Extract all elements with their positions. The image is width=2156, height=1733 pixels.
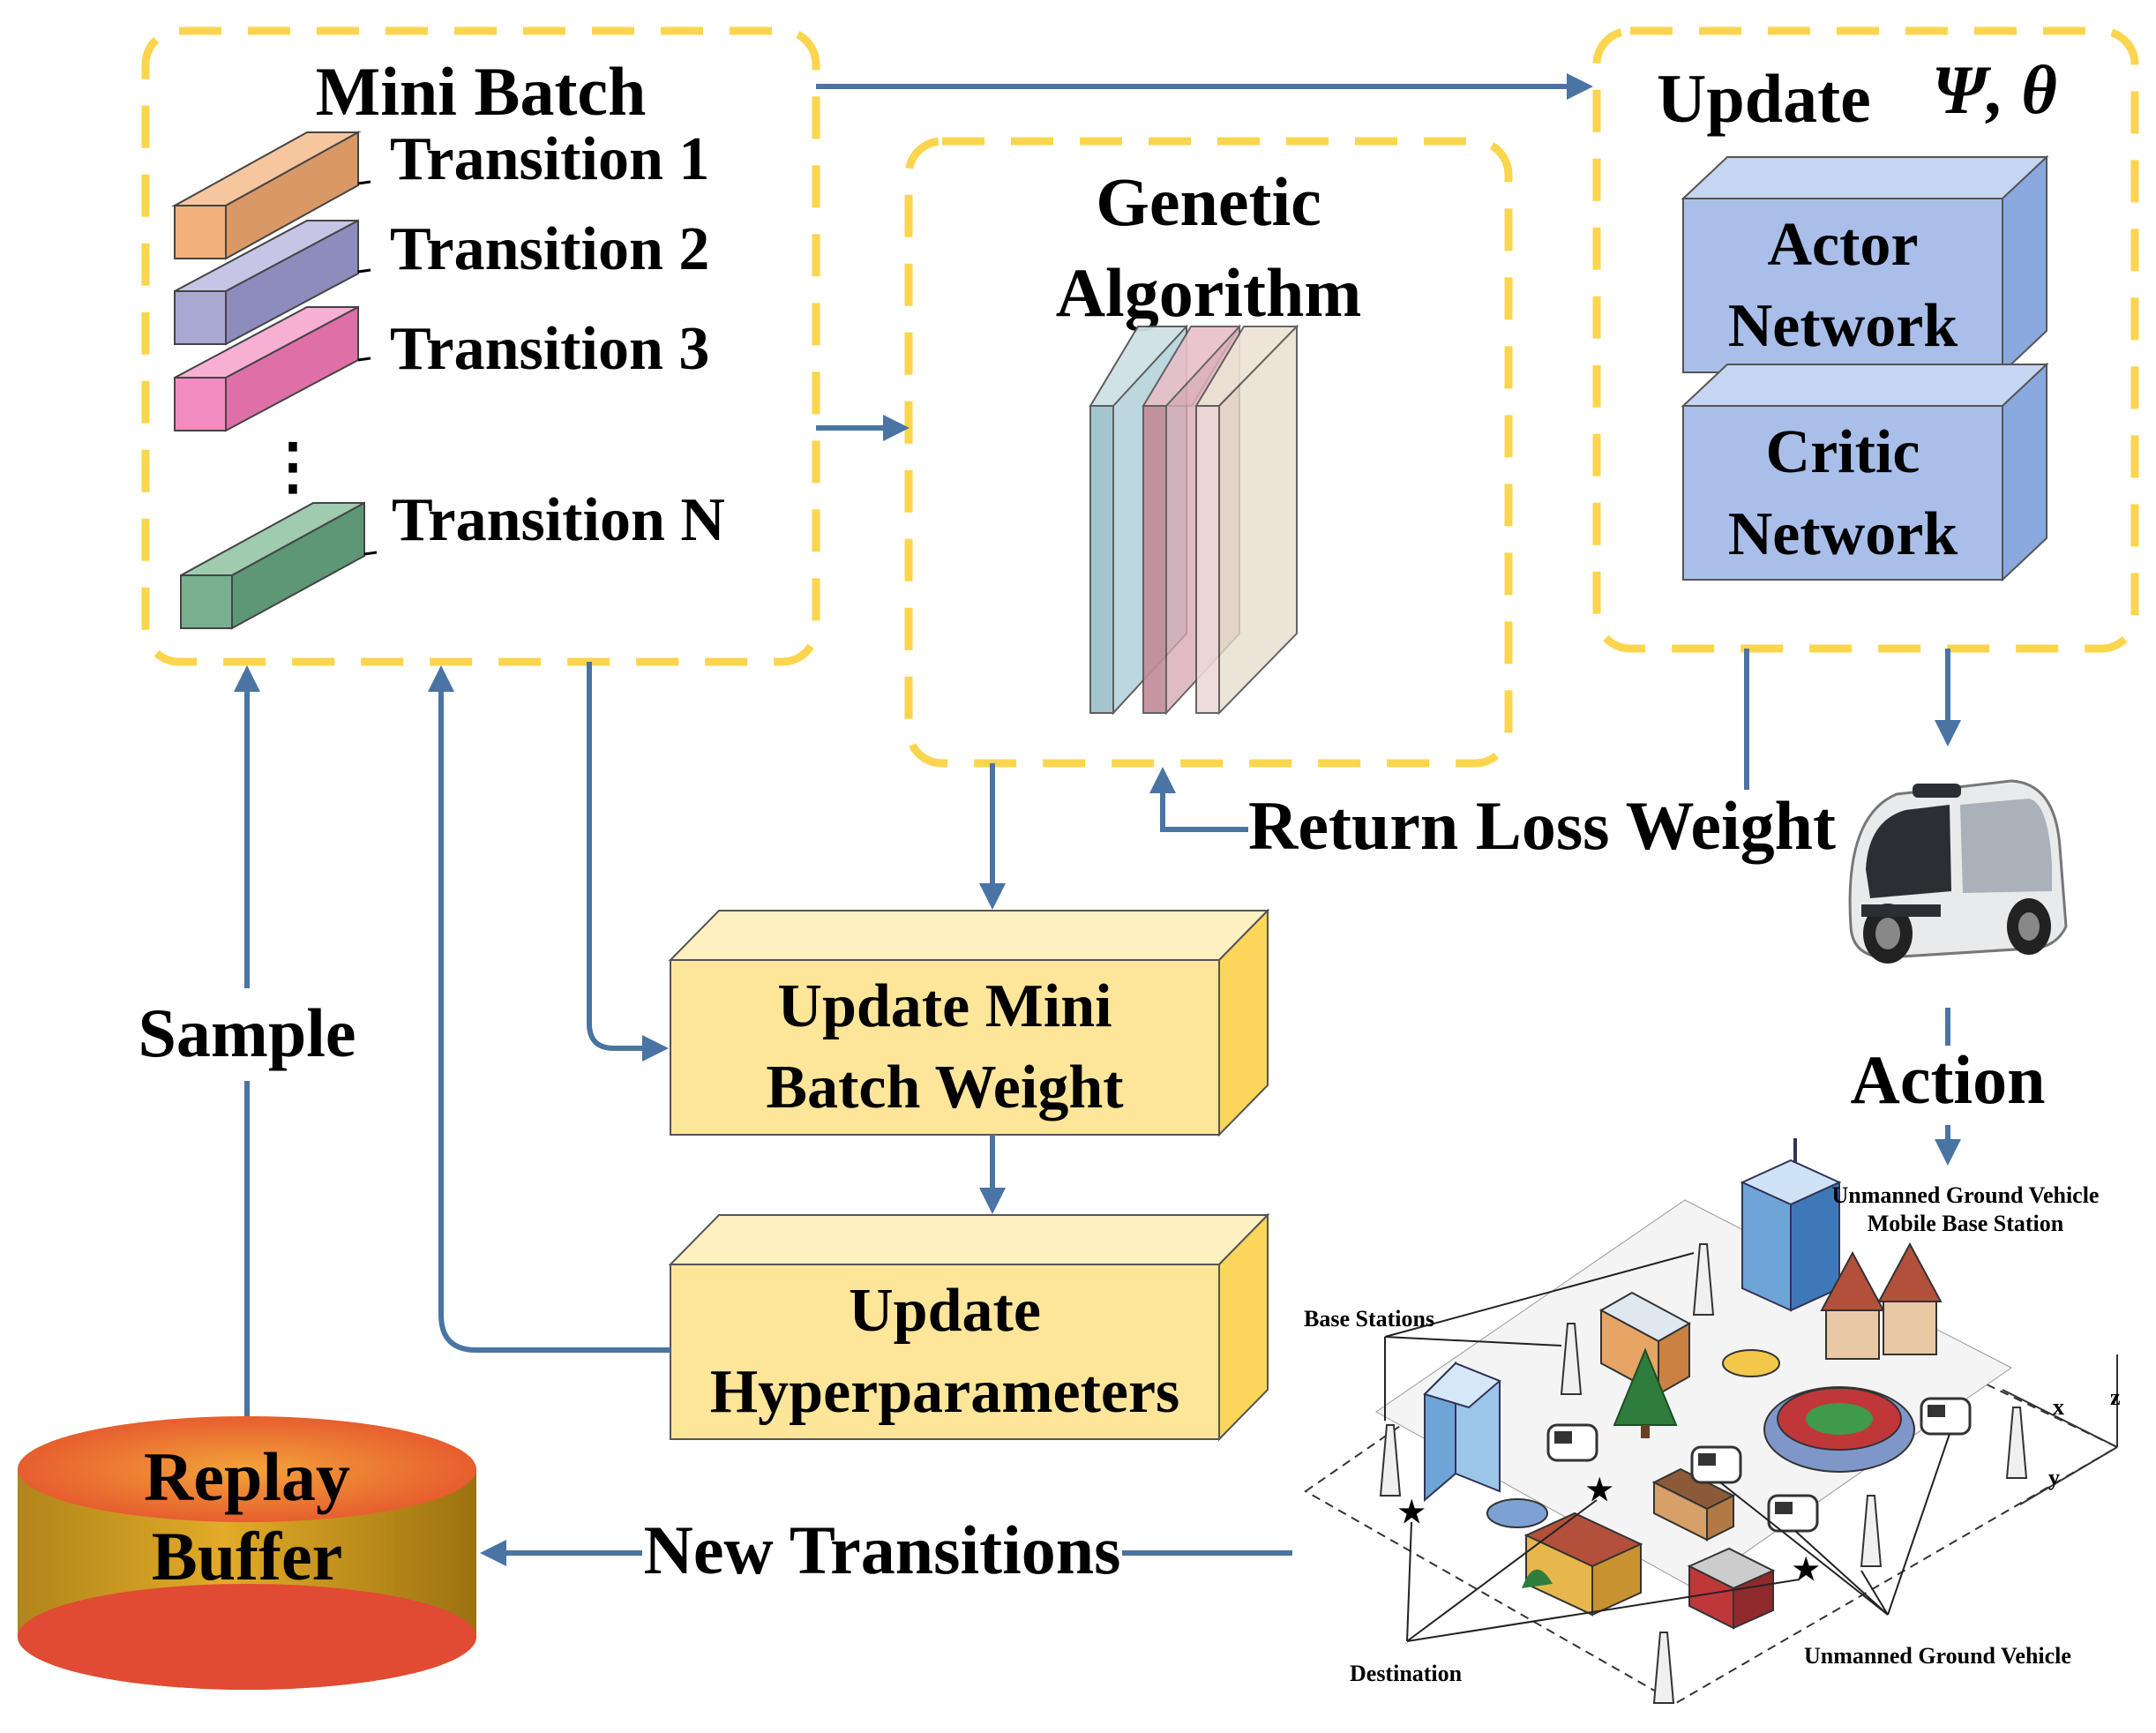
svg-text:★: ★ bbox=[1586, 1474, 1613, 1507]
arrow-return-loss-weight bbox=[1149, 767, 1248, 832]
update-mini-batch-weight-box: Update Mini Batch Weight bbox=[668, 908, 1270, 1137]
update-mini-batch-line2: Batch Weight bbox=[766, 1054, 1123, 1122]
genetic-layers-graphic bbox=[1089, 324, 1299, 716]
blue-car-icon bbox=[1486, 1498, 1548, 1528]
school-icon bbox=[1522, 1512, 1643, 1617]
mini-batch-container bbox=[141, 26, 820, 666]
axis-z-label: z bbox=[2110, 1384, 2121, 1410]
houses-icon bbox=[1820, 1242, 1943, 1360]
new-transitions-label: New Transitions bbox=[643, 1512, 1120, 1588]
update-hyper-line1: Update bbox=[849, 1277, 1041, 1345]
yellow-car-icon bbox=[1722, 1349, 1780, 1377]
mini-batch-title: Mini Batch bbox=[316, 53, 647, 130]
replay-buffer-line1: Replay bbox=[144, 1438, 350, 1515]
office-tower-icon bbox=[1740, 1138, 1842, 1312]
replay-buffer-line2: Buffer bbox=[152, 1518, 343, 1594]
arrow-minibatch-to-update-weight bbox=[587, 662, 669, 1062]
tree-icon bbox=[1613, 1347, 1678, 1438]
ugv-mbs-label-line2: Mobile Base Station bbox=[1868, 1211, 2064, 1236]
city-scene-illustration: z x y bbox=[1304, 1138, 2121, 1705]
base-stations-label: Base Stations bbox=[1304, 1306, 1434, 1332]
destination-markers: ★ ★ ★ bbox=[1398, 1474, 1819, 1587]
critic-network-box: Critic Network bbox=[1681, 362, 2049, 582]
update-symbols: Ψ, θ bbox=[1932, 51, 2057, 128]
genetic-title-line1: Genetic bbox=[1096, 163, 1321, 240]
update-network-container bbox=[1592, 26, 2139, 653]
return-loss-weight-label: Return Loss Weight bbox=[1248, 787, 1836, 864]
transition-3-label: Transition 3 bbox=[390, 315, 709, 383]
update-mini-batch-line1: Update Mini bbox=[777, 972, 1112, 1040]
genetic-algorithm-container bbox=[904, 137, 1513, 768]
ugv-mbs-label-line1: Unmanned Ground Vehicle bbox=[1832, 1182, 2100, 1208]
actor-network-box: Actor Network bbox=[1681, 154, 2049, 375]
base-station-towers bbox=[1379, 1243, 2028, 1704]
svg-text:★: ★ bbox=[1793, 1554, 1819, 1587]
update-title: Update bbox=[1657, 60, 1871, 137]
transition-1-block bbox=[171, 131, 362, 260]
clock-tower-icon bbox=[1651, 1467, 1736, 1542]
skyscraper-icon bbox=[1423, 1361, 1501, 1503]
sample-label: Sample bbox=[138, 994, 356, 1071]
transition-2-block bbox=[174, 219, 359, 346]
update-hyperparameters-box: Update Hyperparameters bbox=[668, 1212, 1270, 1442]
action-label: Action bbox=[1851, 1041, 2046, 1118]
actor-network-line1: Actor bbox=[1767, 211, 1918, 279]
critic-network-line2: Network bbox=[1728, 500, 1958, 568]
destination-label: Destination bbox=[1350, 1661, 1463, 1686]
arrow-hyper-to-minibatch bbox=[428, 665, 670, 1353]
stadium-icon bbox=[1763, 1386, 1915, 1473]
replay-buffer-cylinder: Replay Buffer bbox=[18, 1416, 476, 1690]
transition-n-label: Transition N bbox=[392, 486, 725, 554]
update-hyper-line2: Hyperparameters bbox=[710, 1358, 1180, 1426]
transition-1-label: Transition 1 bbox=[390, 125, 709, 193]
transition-n-block bbox=[180, 501, 365, 630]
ugv-label: Unmanned Ground Vehicle bbox=[1804, 1643, 2071, 1669]
axis-x-label: x bbox=[2053, 1394, 2064, 1420]
actor-network-line2: Network bbox=[1728, 292, 1958, 360]
transition-ellipsis: ⋮ bbox=[262, 433, 324, 501]
axis-y-label: y bbox=[2048, 1465, 2060, 1490]
critic-network-line1: Critic bbox=[1766, 418, 1920, 486]
autonomous-vehicle-icon bbox=[1848, 779, 2068, 964]
genetic-title-line2: Algorithm bbox=[1056, 254, 1362, 331]
transition-3-block bbox=[174, 305, 359, 432]
transition-2-label: Transition 2 bbox=[390, 215, 709, 283]
